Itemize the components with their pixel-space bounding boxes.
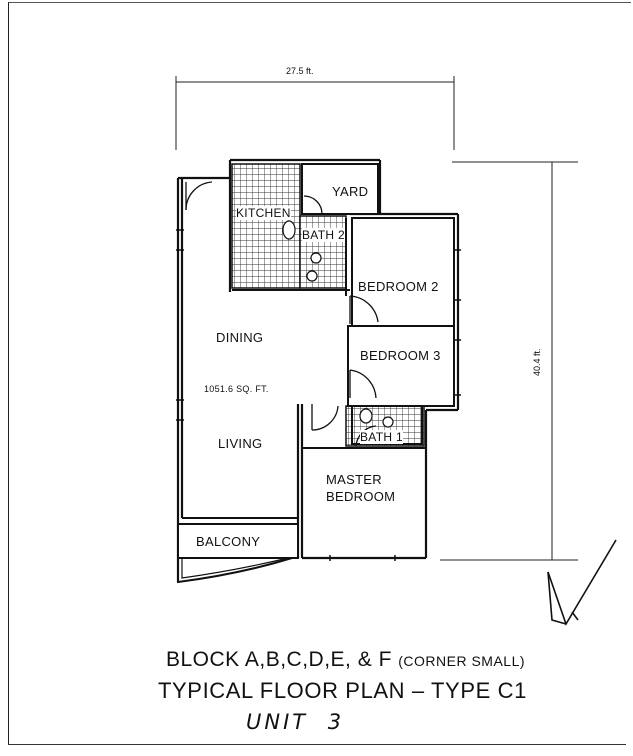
- floor-area-label: 1051.6 SQ. FT.: [204, 384, 269, 394]
- depth-dimension-line: [440, 161, 578, 561]
- room-label-master-line1: MASTER: [326, 472, 382, 487]
- unit-label-text: UNIT: [246, 710, 309, 734]
- room-label-kitchen: KITCHEN: [236, 206, 291, 220]
- balcony-curve: [177, 557, 293, 584]
- room-label-dining: DINING: [216, 330, 264, 345]
- width-dimension-line: [175, 76, 455, 150]
- unit-number: 3: [327, 710, 345, 734]
- bottom-rule: [8, 744, 626, 745]
- width-dimension-label: 27.5 ft.: [286, 66, 314, 76]
- unit-label: UNIT 3: [246, 710, 344, 734]
- outer-walls: [176, 158, 460, 582]
- room-label-bath1: BATH 1: [360, 430, 403, 444]
- room-label-bath2: BATH 2: [302, 228, 345, 242]
- plan-title: TYPICAL FLOOR PLAN – TYPE C1: [158, 678, 527, 703]
- block-title-note: (CORNER SMALL): [398, 653, 526, 669]
- depth-dimension-label: 40.4 ft.: [532, 348, 542, 376]
- page-frame: [8, 2, 631, 745]
- room-label-bedroom3: BEDROOM 3: [360, 348, 441, 363]
- north-arrow-icon: [547, 539, 617, 626]
- room-label-master-line2: BEDROOM: [326, 489, 396, 504]
- window-marks: [176, 229, 461, 561]
- block-title-text: BLOCK A,B,C,D,E, & F: [166, 648, 392, 671]
- internal-walls: [177, 163, 455, 559]
- room-label-yard: YARD: [332, 184, 369, 199]
- room-label-bedroom2: BEDROOM 2: [358, 279, 439, 294]
- room-label-living: LIVING: [218, 436, 263, 451]
- block-title: BLOCK A,B,C,D,E, & F (CORNER SMALL): [166, 648, 525, 672]
- room-label-balcony: BALCONY: [196, 534, 261, 549]
- bath-fixtures: [282, 220, 394, 428]
